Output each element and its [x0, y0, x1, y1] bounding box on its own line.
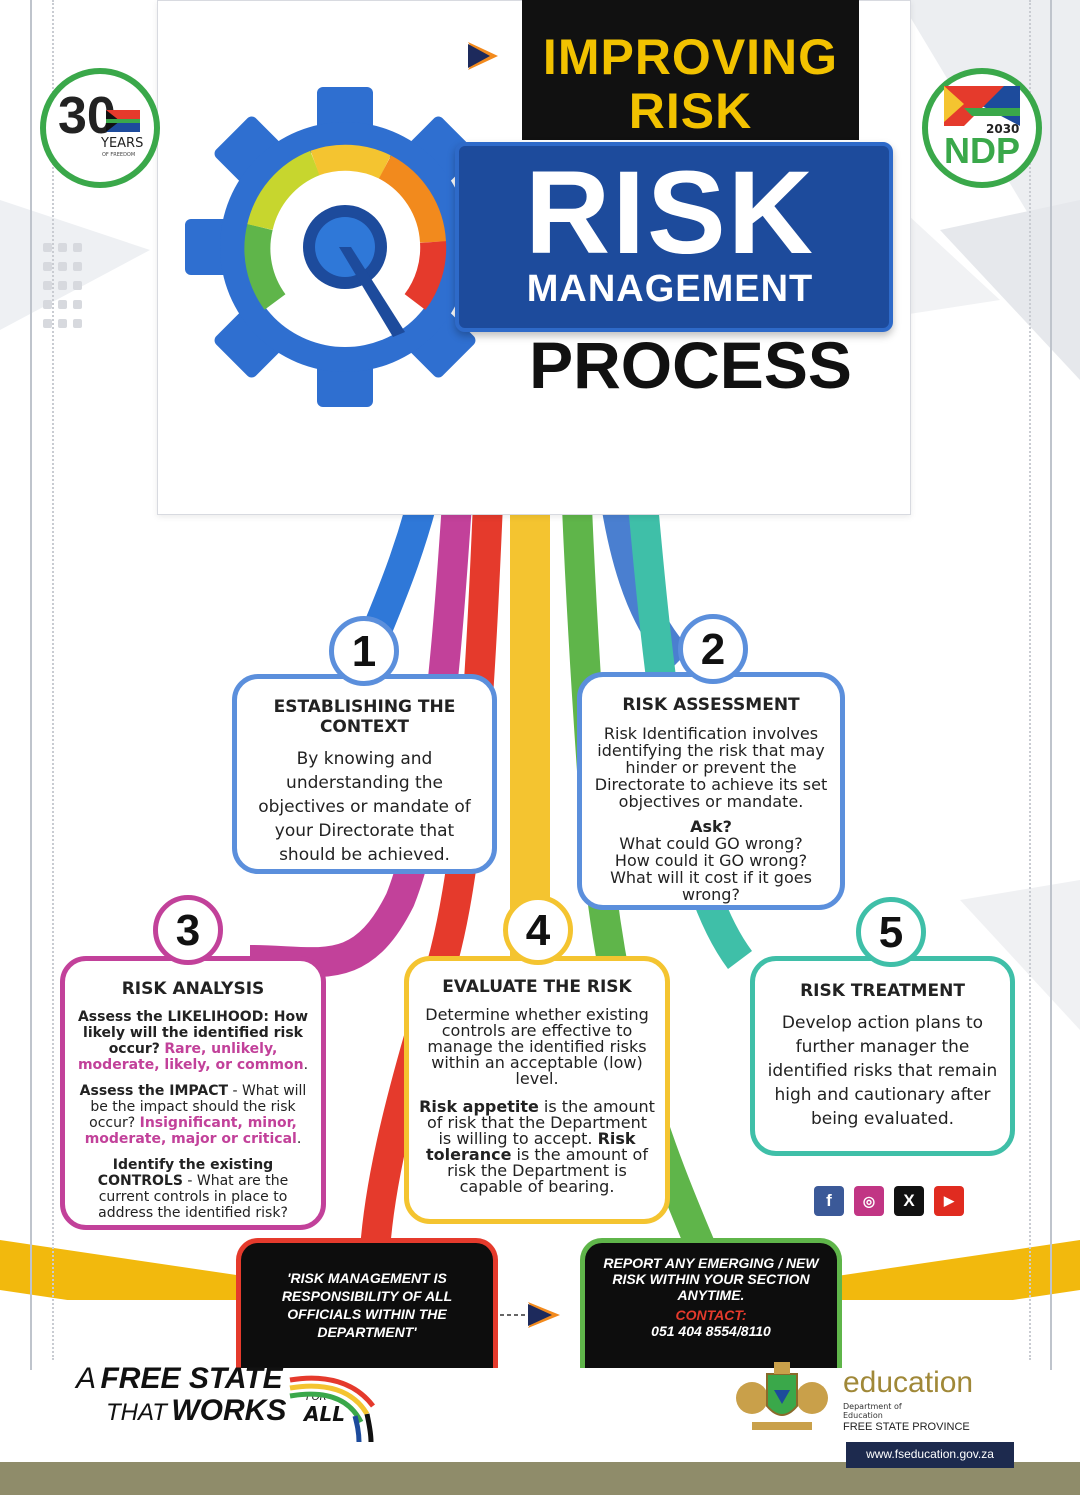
x-icon[interactable]: X — [894, 1186, 924, 1216]
arrow-right-icon-footer — [500, 1302, 560, 1328]
step-2-question-2: How could it GO wrong? — [614, 851, 808, 870]
dept-sub-2: Education — [843, 1411, 883, 1420]
step-1-title: ESTABLISHING THE CONTEXT — [273, 697, 456, 737]
ndp-logo: 2030 NDP — [922, 68, 1042, 188]
step-4-tolerance-text: is the amount of risk the Department is … — [447, 1145, 648, 1196]
sa-flag-icon — [106, 110, 140, 132]
responsibility-box: 'RISK MANAGEMENT IS RESPONSIBILITY OF AL… — [236, 1238, 498, 1368]
dot-grid-decor — [40, 240, 90, 335]
step-3-impact-text: - What will be the impact should the ris… — [89, 1083, 307, 1131]
step-1-number: 1 — [329, 616, 399, 686]
slogan-that: THAT — [106, 1399, 167, 1426]
facebook-icon[interactable]: f — [814, 1186, 844, 1216]
province-label: FREE STATE PROVINCE — [843, 1421, 970, 1433]
years-label: YEARS — [101, 136, 144, 151]
ndp-flag-icon — [944, 86, 1020, 126]
title-black-block — [522, 0, 859, 140]
page-frame — [30, 0, 1052, 1370]
ndp-label: NDP — [943, 130, 1020, 171]
dept-name: education — [843, 1366, 974, 1399]
ndp-year: 2030 — [986, 122, 1020, 136]
step-2-title: RISK ASSESSMENT — [622, 695, 800, 715]
slogan-a: A — [76, 1362, 97, 1395]
dept-sub: Department of Education — [843, 1402, 902, 1420]
website-link[interactable]: www.fseducation.gov.za — [866, 1447, 994, 1461]
step-2-question-1: What could GO wrong? — [619, 834, 803, 853]
step-3-likelihood-label: Assess the LIKELIHOOD: How likely will t… — [77, 1009, 309, 1057]
step-3-controls-label: Identify the existing CONTROLS — [97, 1157, 274, 1189]
page-frame-inner — [52, 0, 1031, 1360]
step-1-body: By knowing and understanding the objecti… — [258, 749, 471, 865]
step-1-box: ESTABLISHING THE CONTEXT By knowing and … — [232, 674, 497, 874]
arrow-right-icon — [468, 42, 498, 70]
slogan: A FREE STATE — [76, 1362, 283, 1396]
step-3-title: RISK ANALYSIS — [121, 979, 265, 999]
step-5-body: Develop action plans to further manager … — [767, 1013, 998, 1129]
step-3-impact-options: Insignificant, minor, moderate, major or… — [84, 1115, 297, 1147]
step-5-title: RISK TREATMENT — [800, 981, 965, 1001]
step-4-body: Determine whether existing controls are … — [425, 1005, 649, 1088]
management-title: MANAGEMENT — [526, 268, 814, 310]
responsibility-text: 'RISK MANAGEMENT IS RESPONSIBILITY OF AL… — [281, 1270, 453, 1340]
flag-swoosh-icon — [289, 1375, 375, 1443]
slogan-works: WORKS — [171, 1394, 287, 1427]
step-3-impact-label: Assess the IMPACT — [79, 1083, 229, 1099]
step-5-box: RISK TREATMENT Develop action plans to f… — [750, 956, 1015, 1156]
youtube-icon[interactable]: ▶ — [934, 1186, 964, 1216]
step-3-box: RISK ANALYSIS Assess the LIKELIHOOD: How… — [60, 956, 326, 1230]
contact-number[interactable]: 051 404 8554/8110 — [651, 1323, 771, 1339]
contact-label: CONTACT: — [675, 1307, 747, 1323]
risk-title: RISK — [525, 147, 815, 279]
slogan-for: FOR — [306, 1392, 327, 1403]
coat-of-arms-icon — [736, 1362, 828, 1430]
step-4-number: 4 — [503, 895, 573, 965]
slogan-line-2: THAT WORKS — [106, 1394, 286, 1428]
dept-sub-1: Department of — [843, 1402, 902, 1411]
slogan-free-state: FREE STATE — [100, 1362, 283, 1395]
process-title: PROCESS — [529, 328, 852, 402]
report-box: REPORT ANY EMERGING / NEW RISK WITHIN YO… — [580, 1238, 842, 1368]
step-4-appetite-text: is the amount of risk that the Departmen… — [427, 1097, 655, 1148]
step-2-question-3: What will it cost if it goes wrong? — [610, 868, 812, 904]
step-5-number: 5 — [856, 897, 926, 967]
step-2-ask-label: Ask? — [690, 817, 732, 836]
thirty-years-logo: 30 YEARS OF FREEDOM — [40, 68, 160, 188]
step-4-tolerance-label: Risk tolerance — [426, 1129, 636, 1164]
instagram-icon[interactable]: ◎ — [854, 1186, 884, 1216]
step-3-likelihood-options: Rare, unlikely, moderate, likely, or com… — [77, 1041, 304, 1073]
step-2-number: 2 — [678, 614, 748, 684]
slogan-all: ALL — [304, 1402, 345, 1426]
step-2-body: Risk Identification involves identifying… — [594, 724, 828, 811]
website-box — [846, 1442, 1014, 1468]
improving-text: IMPROVING — [542, 29, 839, 85]
step-2-box: RISK ASSESSMENT Risk Identification invo… — [577, 672, 845, 910]
step-4-appetite-label: Risk appetite — [419, 1097, 539, 1116]
years-sub: OF FREEDOM — [102, 152, 136, 158]
step-3-number: 3 — [153, 895, 223, 965]
step-4-title: EVALUATE THE RISK — [442, 977, 632, 997]
report-text: REPORT ANY EMERGING / NEW RISK WITHIN YO… — [603, 1255, 819, 1303]
step-3-controls-text: - What are the current controls in place… — [98, 1173, 289, 1221]
step-4-box: EVALUATE THE RISK Determine whether exis… — [404, 956, 670, 1224]
risk-banner — [455, 142, 893, 332]
